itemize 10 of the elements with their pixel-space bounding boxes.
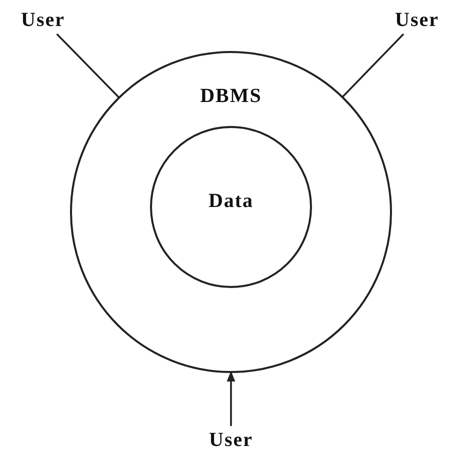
arrow — [226, 370, 236, 426]
connector-line — [342, 33, 404, 98]
user-label: User — [382, 6, 452, 34]
outer-circle — [70, 51, 392, 373]
user-label: User — [196, 426, 266, 454]
connector-line — [56, 33, 120, 98]
circle-label: DBMS — [199, 85, 263, 108]
inner-circle — [150, 126, 312, 288]
circle-label: Data — [207, 190, 255, 213]
user-label: User — [8, 6, 78, 34]
